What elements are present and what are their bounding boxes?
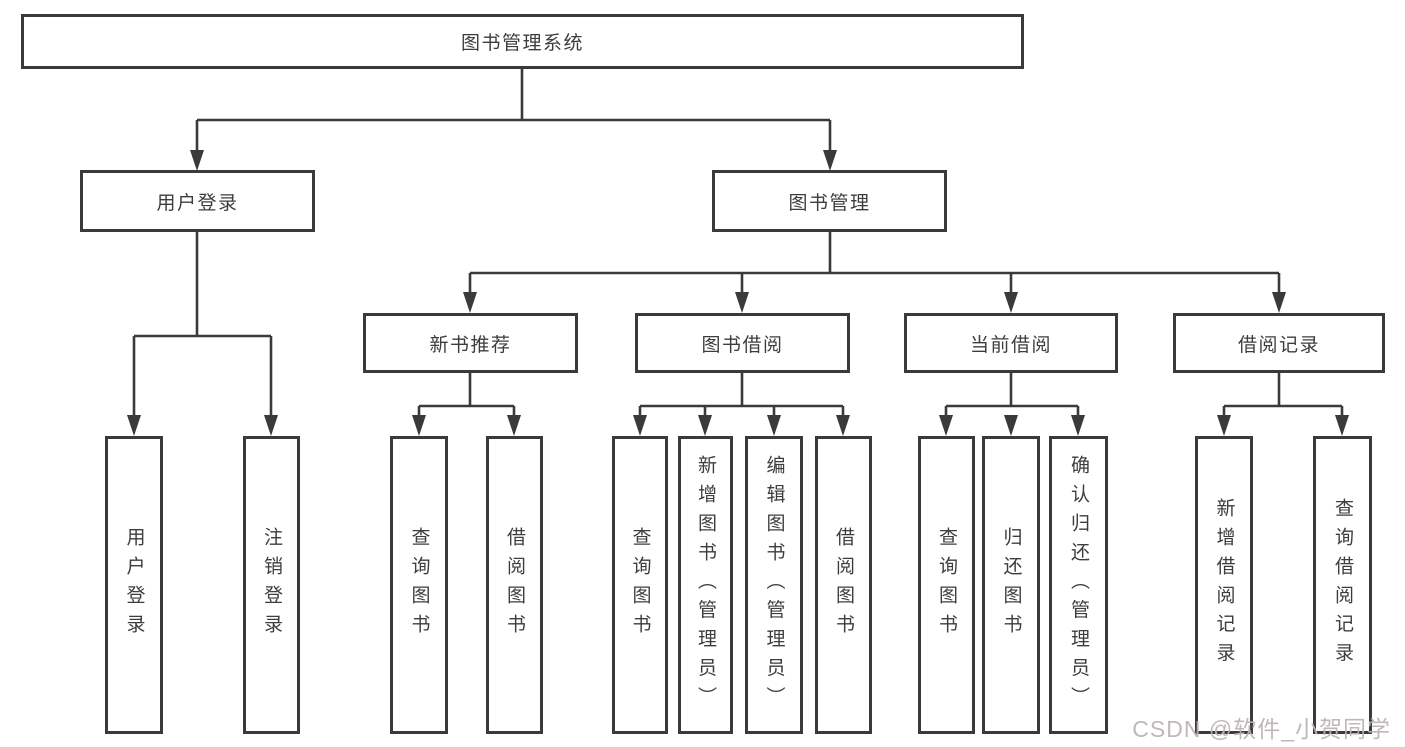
leaf-return-books: 归还图书 <box>982 436 1040 734</box>
node-label: 当前借阅 <box>969 334 1052 356</box>
node-label: 借阅图书 <box>504 527 525 643</box>
leaf-user-login: 用户登录 <box>105 436 163 734</box>
node-label: 用户登录 <box>156 192 239 214</box>
node-label: 归还图书 <box>1000 527 1022 643</box>
node-current-borrowing: 当前借阅 <box>904 313 1118 373</box>
node-label: 图书管理 <box>788 192 871 214</box>
node-book-borrowing: 图书借阅 <box>635 313 850 373</box>
node-label: 查询图书 <box>629 527 651 643</box>
leaf-add-borrow-record: 新增借阅记录 <box>1195 436 1253 734</box>
node-label: 图书管理系统 <box>460 33 584 54</box>
node-label: 用户登录 <box>123 527 145 643</box>
leaf-borrow-books-borrowing: 借阅图书 <box>815 436 872 734</box>
node-label: 编辑图书（管理员） <box>763 455 785 715</box>
node-label: 查询借阅记录 <box>1332 498 1353 672</box>
node-label: 查询图书 <box>408 527 430 643</box>
node-new-book-recommendation: 新书推荐 <box>363 313 578 373</box>
leaf-query-books-current: 查询图书 <box>918 436 975 734</box>
leaf-borrow-books-recommend: 借阅图书 <box>486 436 543 734</box>
leaf-query-borrow-record: 查询借阅记录 <box>1313 436 1372 734</box>
node-label: 查询图书 <box>936 527 957 643</box>
leaf-add-books-admin: 新增图书（管理员） <box>678 436 733 734</box>
leaf-confirm-return-admin: 确认归还（管理员） <box>1049 436 1108 734</box>
node-label: 注销登录 <box>261 527 282 643</box>
node-label: 新书推荐 <box>429 334 512 356</box>
node-label: 新增图书（管理员） <box>695 455 716 715</box>
leaf-logout-login: 注销登录 <box>243 436 300 734</box>
node-label: 图书借阅 <box>701 334 784 356</box>
node-book-management: 图书管理 <box>712 170 947 232</box>
node-label: 新增借阅记录 <box>1213 498 1235 672</box>
node-label: 确认归还（管理员） <box>1068 455 1089 715</box>
csdn-watermark: CSDN @软件_小贺同学 <box>1132 716 1391 742</box>
node-root-library-management-system: 图书管理系统 <box>21 14 1024 69</box>
leaf-query-books-borrowing: 查询图书 <box>612 436 668 734</box>
node-label: 借阅记录 <box>1237 334 1320 356</box>
node-user-login: 用户登录 <box>80 170 315 232</box>
node-label: 借阅图书 <box>833 527 854 643</box>
leaf-query-books-recommend: 查询图书 <box>390 436 448 734</box>
node-borrowing-records: 借阅记录 <box>1173 313 1385 373</box>
leaf-edit-books-admin: 编辑图书（管理员） <box>745 436 803 734</box>
